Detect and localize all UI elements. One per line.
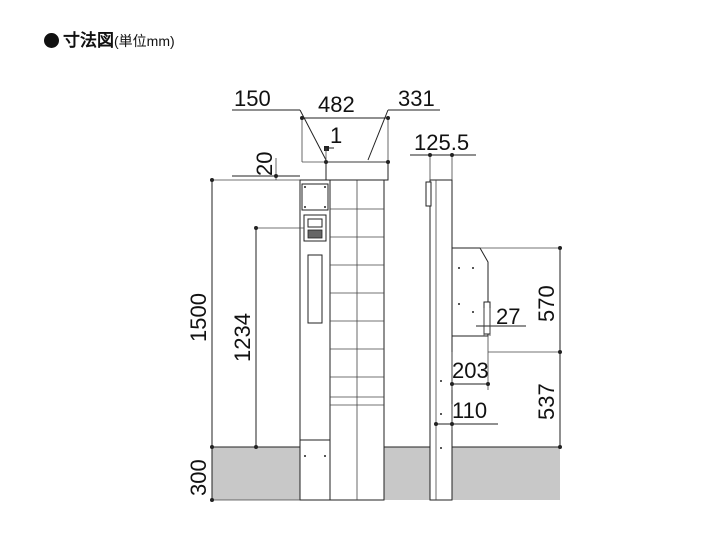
side-handle — [483, 301, 491, 335]
dim-20: 20 — [252, 152, 277, 176]
post-cap-panel — [301, 183, 329, 211]
title-unit: (単位mm) — [114, 33, 175, 49]
bullet-icon — [44, 33, 59, 48]
side-post — [429, 179, 453, 501]
dim-125-5: 125.5 — [414, 130, 469, 155]
dim-27: 27 — [496, 304, 520, 329]
side-bracket — [425, 181, 432, 207]
dim-300: 300 — [186, 459, 211, 496]
dim-1: 1 — [330, 123, 342, 148]
post-base — [299, 439, 331, 501]
intercom-camera — [307, 218, 323, 228]
dim-1500: 1500 — [186, 293, 211, 342]
dim-570: 570 — [534, 285, 559, 322]
dim-110: 110 — [452, 398, 487, 423]
title-main: 寸法図 — [63, 31, 114, 50]
mail-slot — [307, 254, 323, 324]
dim-482: 482 — [318, 92, 355, 117]
page-title: 寸法図(単位mm) — [44, 26, 175, 51]
side-box — [451, 247, 489, 337]
dim-150: 150 — [234, 86, 271, 111]
dim-331: 331 — [398, 86, 435, 111]
intercom-speaker — [307, 229, 323, 239]
dim-1234: 1234 — [230, 313, 255, 362]
dim-537: 537 — [534, 383, 559, 420]
ground-area — [212, 447, 560, 500]
dim-203: 203 — [452, 358, 489, 383]
top-cap — [325, 161, 389, 181]
